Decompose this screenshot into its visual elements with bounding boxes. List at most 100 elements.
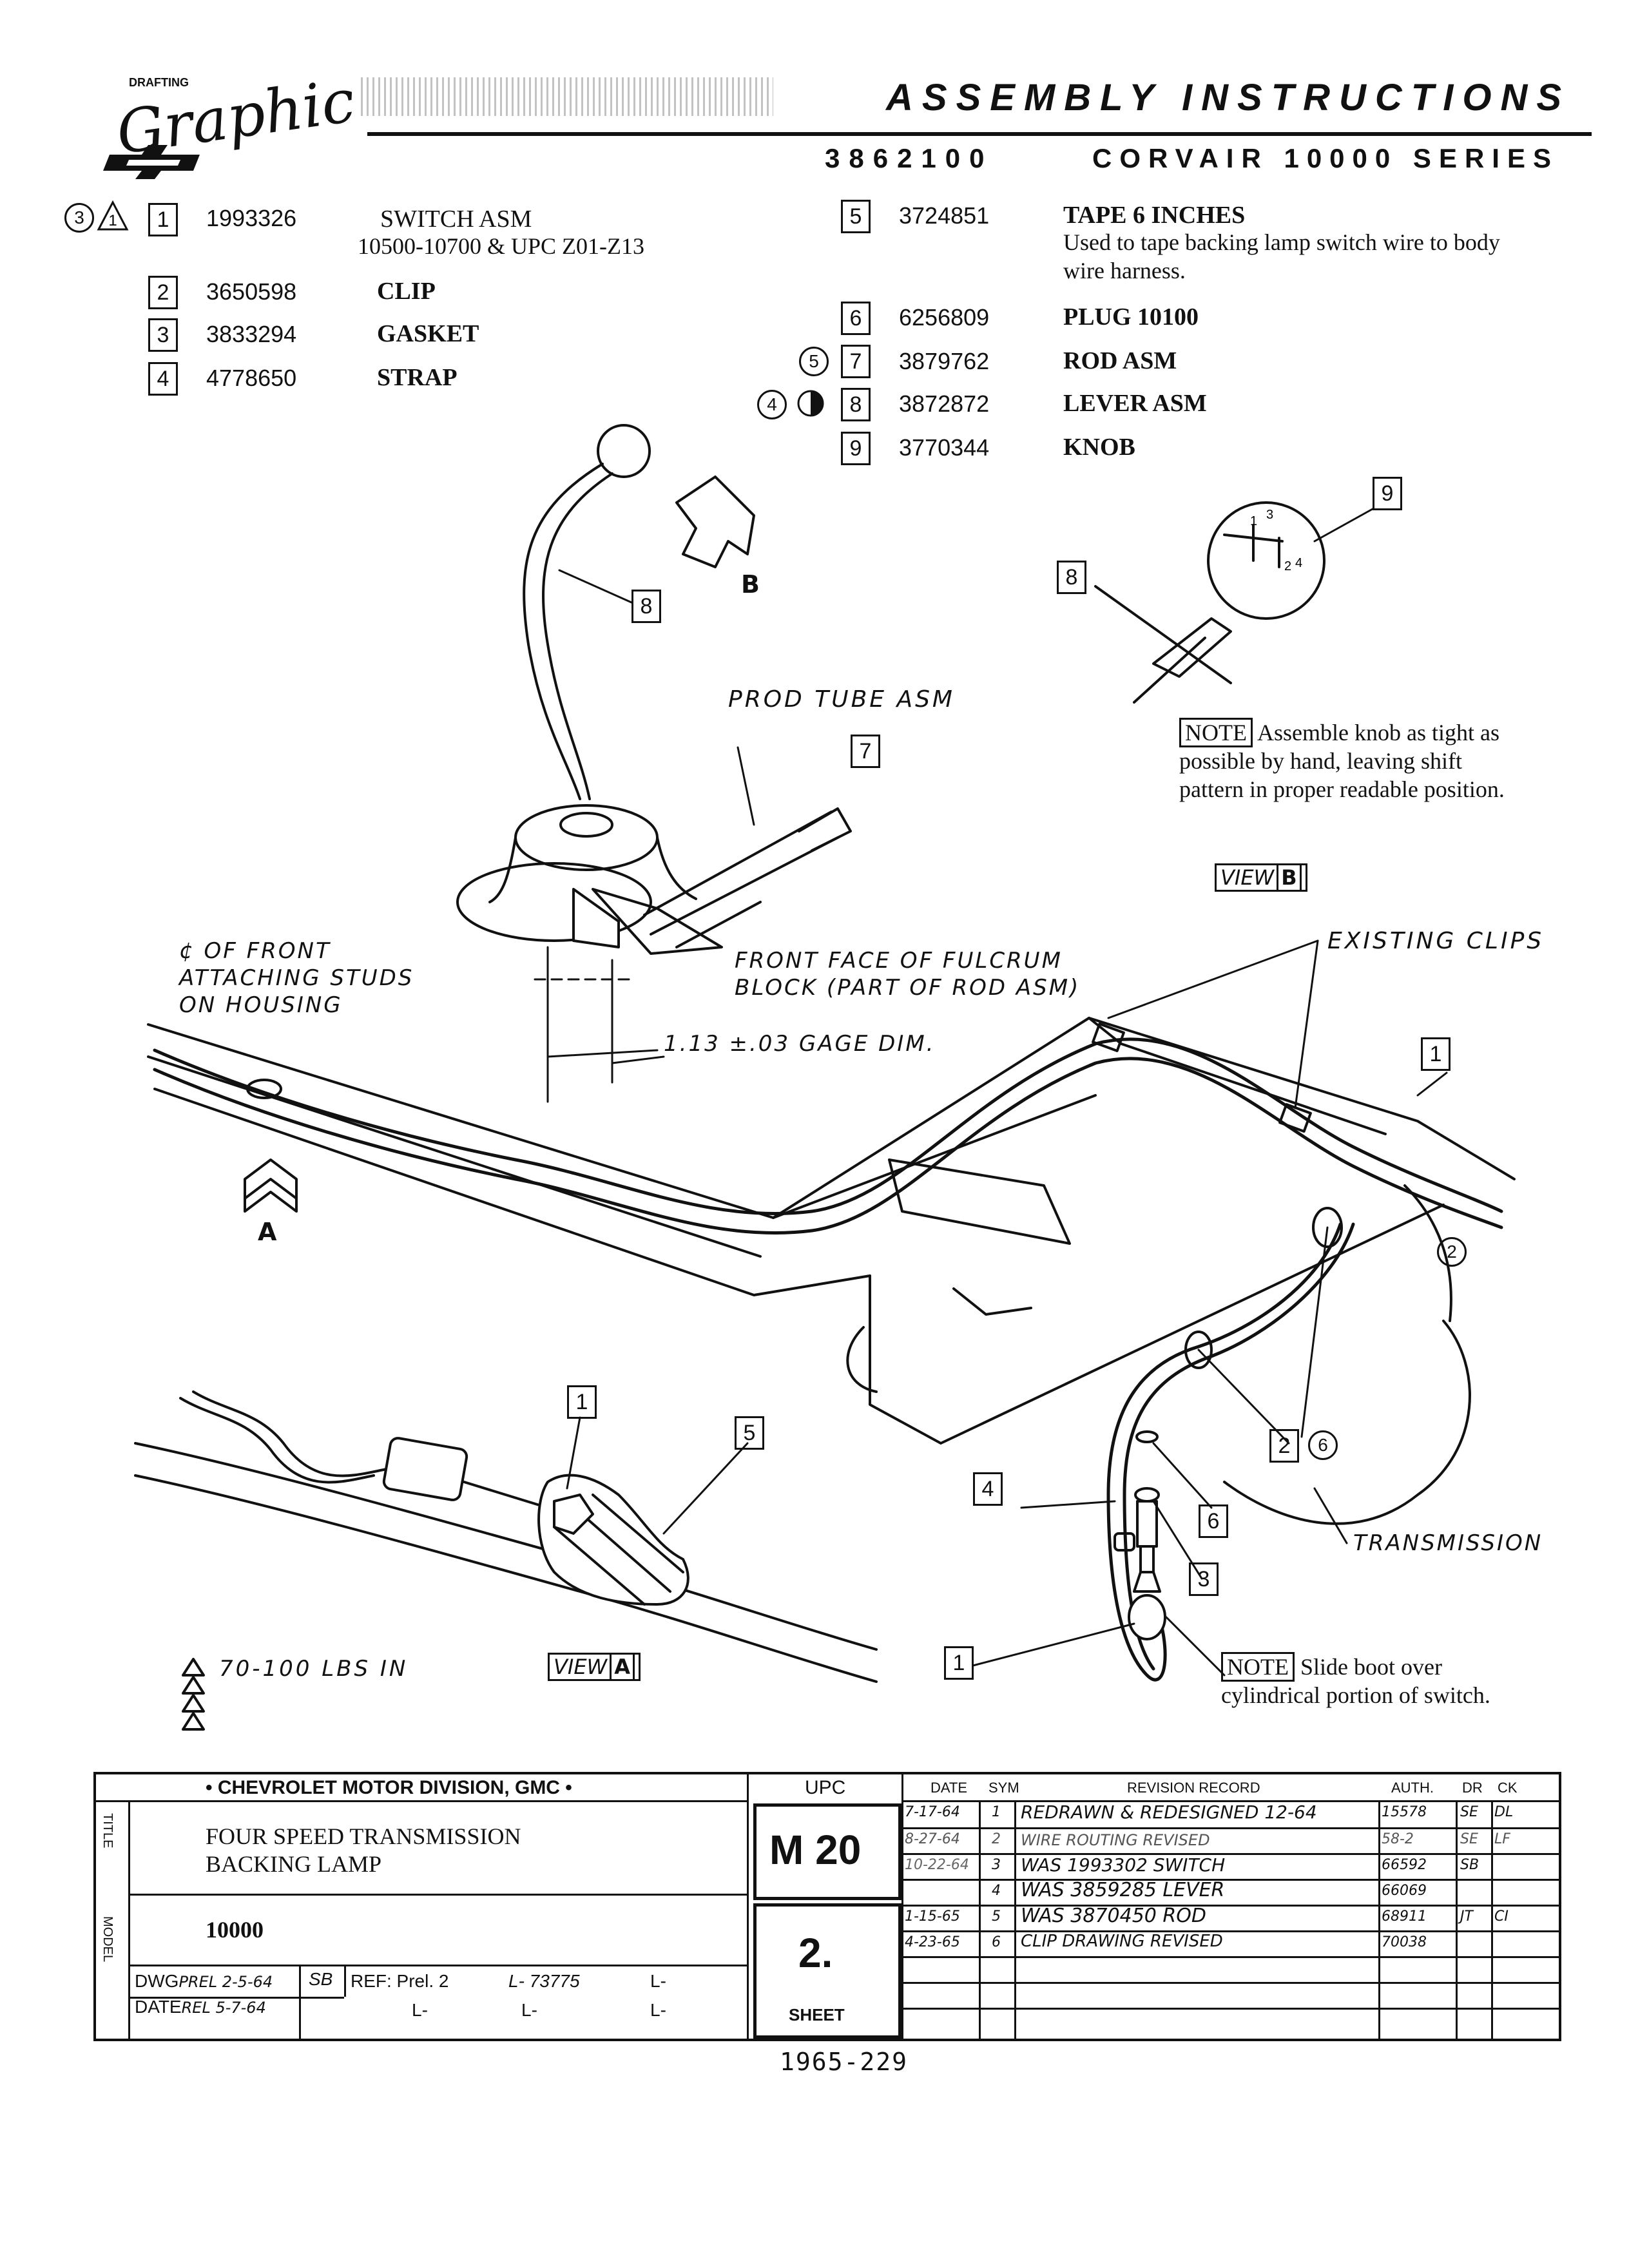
rev-rule-3 [901, 1879, 1559, 1881]
doc-number: 3862100 [825, 143, 994, 173]
diagram-callout-6-plug: 6 [1199, 1504, 1228, 1538]
sheet-label: SHEET [789, 2005, 845, 2024]
rev-rule-5 [901, 1930, 1559, 1932]
revision-row: 4-23-65 6 CLIP DRAWING REVISED 70038 [905, 1932, 1556, 1957]
part-number-6: 6256809 [899, 304, 990, 331]
diagram-mark-2: 2 [1437, 1237, 1467, 1267]
tb-side-divider [128, 1800, 130, 2039]
ref-l3: L- [412, 2000, 428, 2020]
title-line-1: FOUR SPEED TRANSMISSION [206, 1823, 521, 1849]
revision-text: WAS 3870450 ROD [1021, 1905, 1206, 1927]
diagram-callout-8-lever: 8 [631, 590, 661, 623]
chevrolet-bowtie-icon [103, 145, 200, 179]
view-a-word: VIEW [554, 1655, 608, 1679]
part-number-8: 3872872 [899, 390, 990, 417]
rev-col-dr [1491, 1800, 1493, 2039]
part-name-9: KNOB [1063, 434, 1135, 461]
knob-note-tag: NOTE [1179, 718, 1253, 747]
diagram-callout-5-tape: 5 [735, 1416, 764, 1450]
part-name-8: LEVER ASM [1063, 390, 1207, 417]
revision-mark-3: 3 [64, 203, 94, 233]
view-a-arrow-label: A [258, 1218, 277, 1246]
date-header: DATE [930, 1780, 968, 1796]
callout-box-7: 7 [841, 345, 871, 378]
half-circle-mark-icon [797, 390, 824, 417]
side-model-label: MODEL [101, 1916, 115, 1963]
view-b-arrow-label: B [741, 570, 760, 599]
shift-pattern-1: 1 [1250, 514, 1257, 528]
part-number-4: 4778650 [206, 365, 297, 391]
callout-box-1: 1 [148, 203, 178, 236]
part-number-7: 3879762 [899, 348, 990, 374]
title-line-2: BACKING LAMP [206, 1851, 382, 1877]
revision-text: CLIP DRAWING REVISED [1021, 1932, 1223, 1951]
diagram-mark-6: 6 [1308, 1430, 1338, 1460]
logo: DRAFTING Graphic [90, 64, 359, 179]
revision-sym: 3 [992, 1857, 1001, 1873]
part-number-9: 3770344 [899, 434, 990, 461]
sym-header: SYM [988, 1780, 1019, 1796]
revision-date: 7-17-64 [905, 1804, 960, 1820]
part-name-3: GASKET [377, 320, 479, 347]
boot-note: NOTE Slide boot over cylindrical portion… [1221, 1652, 1518, 1709]
part-desc-1: 10500-10700 & UPC Z01-Z13 [358, 233, 644, 259]
header-rule [367, 132, 1592, 136]
tb-ref-divider [299, 1965, 301, 2039]
dwg-label: DWGPREL 2-5-64 [135, 1971, 273, 1991]
sheet-number: 2. [798, 1930, 833, 1976]
svg-text:1: 1 [108, 212, 117, 229]
revision-dr: SE [1460, 1804, 1478, 1820]
tb-model-rule [128, 1965, 747, 1966]
knob-note: NOTE Assemble knob as tight as possible … [1179, 718, 1527, 803]
ref-l4: L- [521, 2000, 537, 2020]
revision-date: 10-22-64 [905, 1857, 969, 1873]
revision-row: 4 WAS 3859285 LEVER 66069 [905, 1879, 1556, 1906]
part-name-5: TAPE 6 INCHES [1063, 202, 1246, 229]
diagram-callout-1-connector: 1 [567, 1385, 597, 1419]
ref-l2: L- [650, 1971, 666, 1991]
revision-text: REDRAWN & REDESIGNED 12-64 [1021, 1802, 1317, 1823]
division-label: • CHEVROLET MOTOR DIVISION, GMC • [206, 1777, 572, 1798]
shift-pattern-2: 2 [1284, 559, 1291, 573]
revision-row: 8-27-64 2 WIRE ROUTING REVISED 58-2 SE L… [905, 1831, 1556, 1854]
dr-header: DR [1462, 1780, 1483, 1796]
revision-text: WAS 3859285 LEVER [1021, 1879, 1225, 1901]
front-studs-label: ¢ OF FRONT ATTACHING STUDS ON HOUSING [179, 938, 414, 1018]
delta-note-icon: 1 [97, 200, 129, 231]
part-number-5: 3724851 [899, 202, 990, 229]
revision-sym: 1 [992, 1804, 1001, 1820]
revision-row: 1-15-65 5 WAS 3870450 ROD 68911 JT CI [905, 1905, 1556, 1932]
revision-auth: 68911 [1382, 1908, 1427, 1925]
revision-sym: 6 [992, 1934, 1001, 1950]
diagram-callout-8-knob-view: 8 [1057, 561, 1086, 594]
header-dotted-band [361, 77, 773, 116]
revision-dr: SB [1460, 1857, 1480, 1873]
tb-title-rule [128, 1894, 747, 1896]
part-name-2: CLIP [377, 278, 436, 305]
rev-col-date [979, 1800, 981, 2039]
knob-note-text: Assemble knob as tight as possible by ha… [1179, 720, 1505, 802]
ref-l1: L- 73775 [508, 1971, 580, 1991]
tb-ref-rule [128, 1997, 344, 1999]
revision-mark-5: 5 [799, 347, 829, 376]
assembly-diagram: 1 3 2 4 [134, 424, 1516, 1731]
revision-auth: 70038 [1382, 1934, 1427, 1950]
diagram-callout-7-rod: 7 [851, 735, 880, 768]
series-label: CORVAIR 10000 SERIES [1092, 143, 1559, 173]
revision-dr: SE [1460, 1831, 1478, 1847]
shift-pattern-3: 3 [1266, 508, 1273, 522]
gage-dimension-label: 1.13 ±.03 GAGE DIM. [664, 1031, 936, 1057]
view-b-word: VIEW [1220, 865, 1275, 890]
upc-box [753, 1803, 901, 1900]
callout-box-5: 5 [841, 200, 871, 233]
rev-col-auth [1456, 1800, 1458, 2039]
ref-label: REF: Prel. 2 [351, 1971, 449, 1991]
ref-l5: L- [650, 2000, 666, 2020]
revision-date: 4-23-65 [905, 1934, 960, 1950]
torque-label: 70-100 LBS IN [219, 1656, 409, 1682]
part-desc-5: Used to tape backing lamp switch wire to… [1063, 229, 1500, 284]
side-title-label: TITLE [101, 1813, 115, 1849]
callout-box-9: 9 [841, 432, 871, 465]
tb-upc-left [747, 1774, 749, 2039]
